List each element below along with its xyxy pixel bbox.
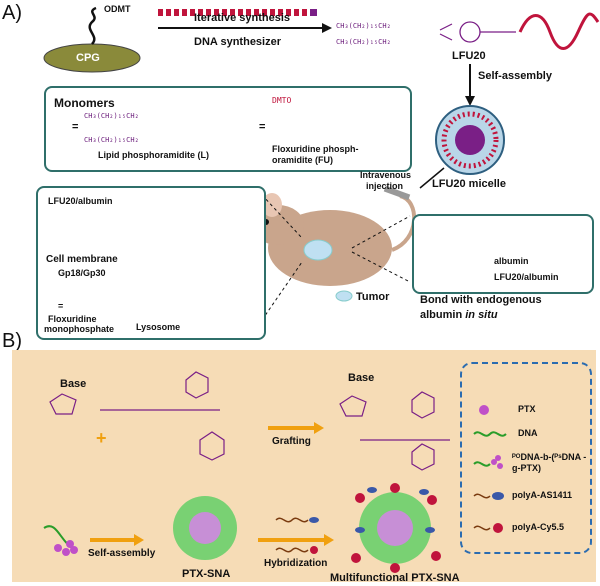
dna-synth-label: DNA synthesizer [194, 36, 282, 48]
odmt-label: ODMT [104, 4, 131, 14]
iterative-label: Iterative synthesis [194, 12, 290, 24]
cpg-label: CPG [76, 52, 100, 64]
albumin-complex-right-label: LFU20/albumin [494, 272, 559, 282]
lfu20-label: LFU20 [452, 50, 486, 62]
hybridization-label: Hybridization [264, 558, 328, 569]
dna-wave [518, 12, 600, 50]
tumor-label: Tumor [356, 291, 390, 303]
gp-label: Gp18/Gp30 [58, 268, 106, 278]
plus-sign: + [96, 428, 107, 448]
tumor-spot [303, 239, 333, 261]
bond-label-2: albumin in situ [420, 309, 498, 321]
monomer-sequence [158, 9, 317, 16]
monomers-title: Monomers [54, 96, 115, 110]
fu-label-1: Floxuridine phosph- [272, 144, 359, 154]
fu-eq: = [259, 121, 266, 133]
mechanism-box [36, 186, 266, 340]
flox-mp-1: Floxuridine [48, 314, 97, 324]
eq-flox: = [58, 301, 64, 311]
panel-b-letter: B) [2, 330, 22, 352]
self-assembly-b-label: Self-assembly [88, 548, 156, 559]
linker-squiggle [88, 6, 97, 45]
self-assembly-a-label: Self-assembly [478, 70, 552, 82]
base-top-label: Base [348, 372, 375, 384]
syringe [383, 185, 411, 201]
micelle-core [455, 125, 485, 155]
albumin-complex-top-label: LFU20/albumin [48, 196, 113, 206]
fu-label-2: oramidite (FU) [272, 155, 334, 165]
iv-label-2: injection [366, 181, 404, 191]
flox-mp-2: monophosphate [44, 324, 114, 334]
albumin-box [412, 214, 594, 294]
lysosome-label: Lysosome [136, 322, 181, 332]
grafting-label: Grafting [272, 436, 311, 447]
lipid-monomer-chain-2: CH₃(CH₂)₁₅CH₂ [84, 136, 139, 144]
lipid-chain-1: CH₃(CH₂)₁₅CH₂ [336, 22, 391, 30]
iv-label-1: Intravenous [360, 170, 412, 180]
cell-membrane-label: Cell membrane [46, 254, 118, 265]
legend-box [460, 362, 592, 554]
bond-label-albumin: albumin [420, 309, 463, 321]
legend-copolymer: ᴾᴼDNA-b-(ᴾˢDNA -g-PTX) [512, 452, 587, 473]
monomers-box [44, 86, 412, 172]
legend-cy55: polyA-Cy5.5 [512, 522, 565, 532]
base-left-label: Base [60, 378, 87, 390]
lipid-label: Lipid phosphoramidite (L) [98, 150, 209, 160]
lipid-eq: = [72, 121, 79, 133]
bond-label-in-situ: in situ [465, 309, 498, 321]
micelle-label: LFU20 micelle [432, 178, 506, 190]
lipid-chain-2: CH₃(CH₂)₁₅CH₂ [336, 38, 391, 46]
bond-label-1: Bond with endogenous [420, 294, 542, 306]
legend-dna: DNA [518, 428, 538, 438]
legend-ptx: PTX [518, 404, 536, 414]
panel-a-letter: A) [2, 2, 22, 24]
lipid-monomer-chain-1: CH₃(CH₂)₁₅CH₂ [84, 112, 139, 120]
albumin-label: albumin [494, 256, 529, 266]
multi-sna-label: Multifunctional PTX-SNA [330, 572, 460, 584]
ptx-sna-label: PTX-SNA [182, 568, 231, 580]
legend-as1411: polyA-AS1411 [512, 490, 573, 500]
dmto-label: DMTO [272, 96, 292, 105]
